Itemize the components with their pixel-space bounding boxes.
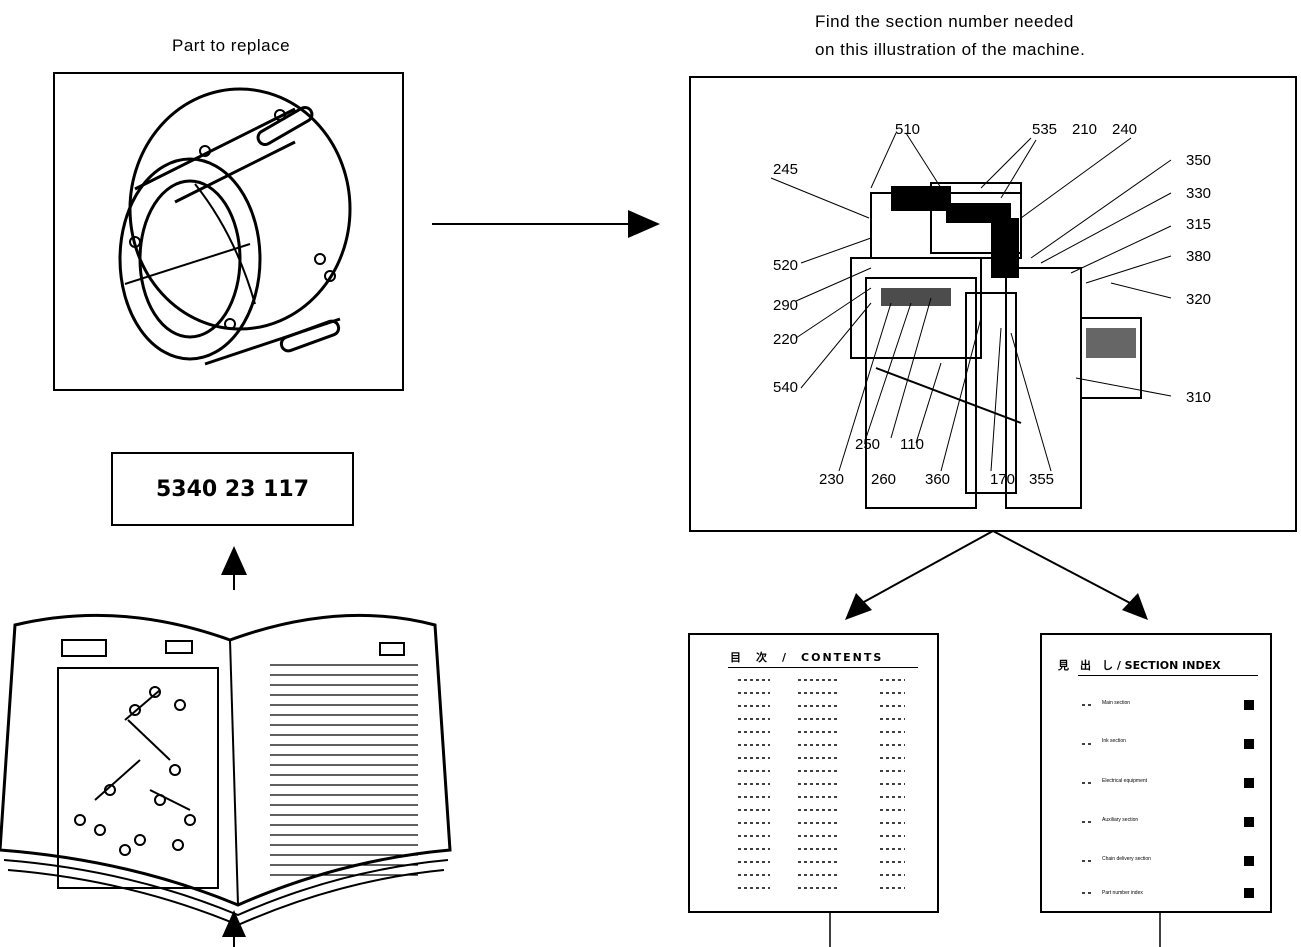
instruction-line-2: on this illustration of the machine. bbox=[815, 40, 1086, 59]
section-index-tabs bbox=[1082, 700, 1254, 898]
callout-250: 250 bbox=[855, 436, 881, 453]
up-arrow-icon bbox=[221, 546, 247, 575]
index-entry: Ink section bbox=[1102, 738, 1126, 744]
part-frame bbox=[53, 72, 404, 391]
contents-sheet: 目 次 / CONTENTS bbox=[688, 633, 939, 913]
callout-520: 520 bbox=[773, 257, 799, 274]
callout-310: 310 bbox=[1186, 389, 1212, 406]
press-machine-drawing bbox=[770, 132, 1172, 509]
bearing-ring-drawing bbox=[118, 87, 352, 366]
index-entry: Main section bbox=[1102, 700, 1131, 706]
part-to-replace-caption: Part to replace bbox=[172, 36, 291, 55]
down-right-arrow-icon bbox=[1122, 593, 1148, 620]
callout-290: 290 bbox=[773, 297, 799, 314]
callout-170: 170 bbox=[990, 471, 1016, 488]
callout-245: 245 bbox=[773, 161, 799, 178]
index-entry: Electrical equipment bbox=[1102, 778, 1148, 784]
section-index-sheet: 見 出 し / SECTION INDEX Main section Ink s… bbox=[1040, 633, 1272, 913]
callout-535: 535 bbox=[1032, 121, 1058, 138]
index-entry: Chain delivery section bbox=[1102, 856, 1151, 862]
callout-210: 210 bbox=[1072, 121, 1098, 138]
contents-list-lines bbox=[738, 679, 905, 889]
callout-360: 360 bbox=[925, 471, 951, 488]
callout-230: 230 bbox=[819, 471, 845, 488]
callout-110: 110 bbox=[900, 436, 924, 453]
callout-220: 220 bbox=[773, 331, 799, 348]
right-arrow-icon bbox=[628, 210, 660, 238]
section-index-title: 見 出 し / SECTION INDEX bbox=[1058, 659, 1221, 672]
callout-320: 320 bbox=[1186, 291, 1212, 308]
down-left-arrow-icon bbox=[845, 593, 872, 620]
contents-title: 目 次 / CONTENTS bbox=[730, 651, 884, 664]
index-entry: Auxiliary section bbox=[1102, 817, 1139, 823]
callout-240: 240 bbox=[1112, 121, 1138, 138]
index-entry: Part number index bbox=[1102, 890, 1143, 896]
callout-380: 380 bbox=[1186, 248, 1212, 265]
part-number-box: 5340 23 117 bbox=[111, 452, 354, 526]
callout-510: 510 bbox=[895, 121, 921, 138]
callout-540: 540 bbox=[773, 379, 799, 396]
callout-260: 260 bbox=[871, 471, 897, 488]
machine-illustration-frame: 510 535 210 240 245 350 330 315 380 320 … bbox=[689, 76, 1297, 532]
callout-330: 330 bbox=[1186, 185, 1212, 202]
instruction-line-1: Find the section number needed bbox=[815, 12, 1074, 31]
callout-350: 350 bbox=[1186, 152, 1212, 169]
callout-315: 315 bbox=[1186, 216, 1212, 233]
callout-355: 355 bbox=[1029, 471, 1055, 488]
part-number: 5340 23 117 bbox=[155, 476, 310, 502]
